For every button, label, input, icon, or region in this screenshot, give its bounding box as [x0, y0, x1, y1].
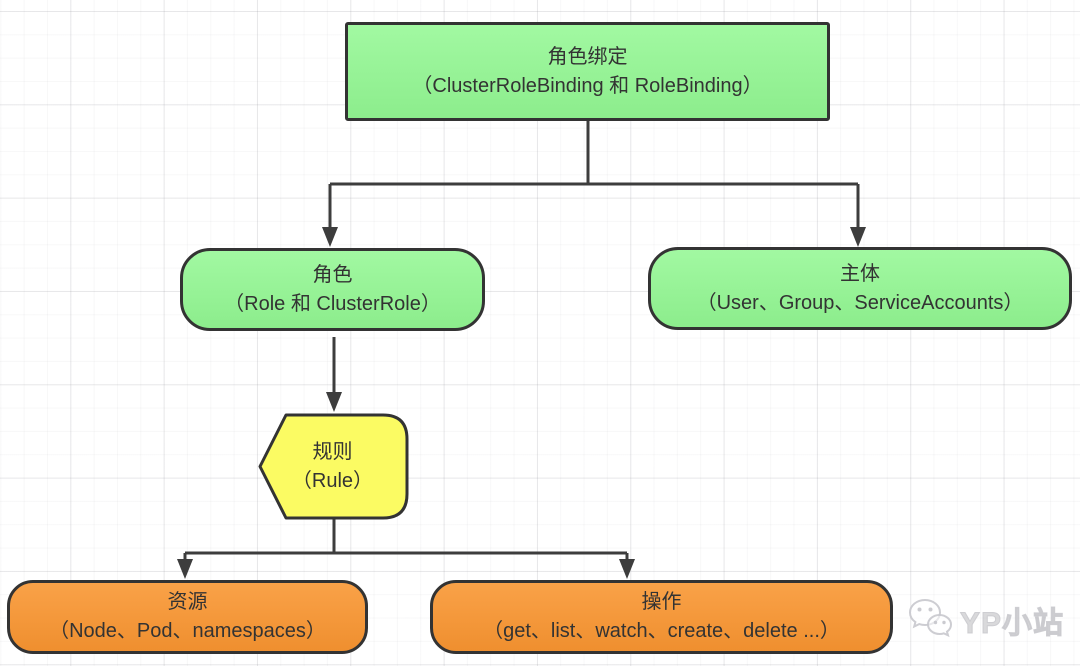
rule-pentagon-shape — [258, 413, 409, 520]
node-action-title: 操作 — [641, 591, 682, 613]
watermark-label: YP小站 — [959, 607, 1065, 641]
arrowhead-action — [619, 559, 635, 579]
node-action: 操作 （get、list、watch、create、delete ...） — [430, 580, 893, 654]
arrowheads — [177, 227, 866, 579]
wechat-icon — [908, 598, 953, 638]
wechat-eye — [928, 607, 933, 612]
node-role-title: 角色 — [312, 263, 353, 286]
node-role-binding-title: 角色绑定 — [547, 45, 628, 68]
node-role: 角色 （Role 和 ClusterRole） — [180, 248, 485, 331]
node-subject: 主体 （User、Group、ServiceAccounts） — [648, 247, 1072, 330]
node-resource: 资源 （Node、Pod、namespaces） — [7, 580, 368, 654]
node-subject-title: 主体 — [840, 262, 880, 285]
node-role-binding-subtitle: （ClusterRoleBinding 和 RoleBinding） — [412, 74, 763, 97]
arrowhead-rule — [326, 392, 342, 412]
arrowhead-subject — [850, 227, 866, 247]
arrowhead-role — [322, 227, 338, 247]
node-subject-subtitle: （User、Group、ServiceAccounts） — [696, 291, 1024, 314]
node-role-binding: 角色绑定 （ClusterRoleBinding 和 RoleBinding） — [345, 22, 830, 121]
node-resource-subtitle: （Node、Pod、namespaces） — [49, 620, 326, 642]
watermark: YP小站 — [906, 596, 1064, 644]
wechat-eye — [917, 607, 922, 612]
wechat-eye — [933, 620, 938, 625]
wechat-eye — [942, 620, 946, 625]
connector-lines — [183, 121, 860, 560]
node-action-subtitle: （get、list、watch、create、delete ...） — [483, 620, 840, 642]
arrowhead-resource — [177, 559, 193, 579]
node-role-subtitle: （Role 和 ClusterRole） — [224, 292, 441, 315]
node-resource-title: 资源 — [167, 591, 208, 613]
wechat-small-bubble — [926, 613, 953, 638]
